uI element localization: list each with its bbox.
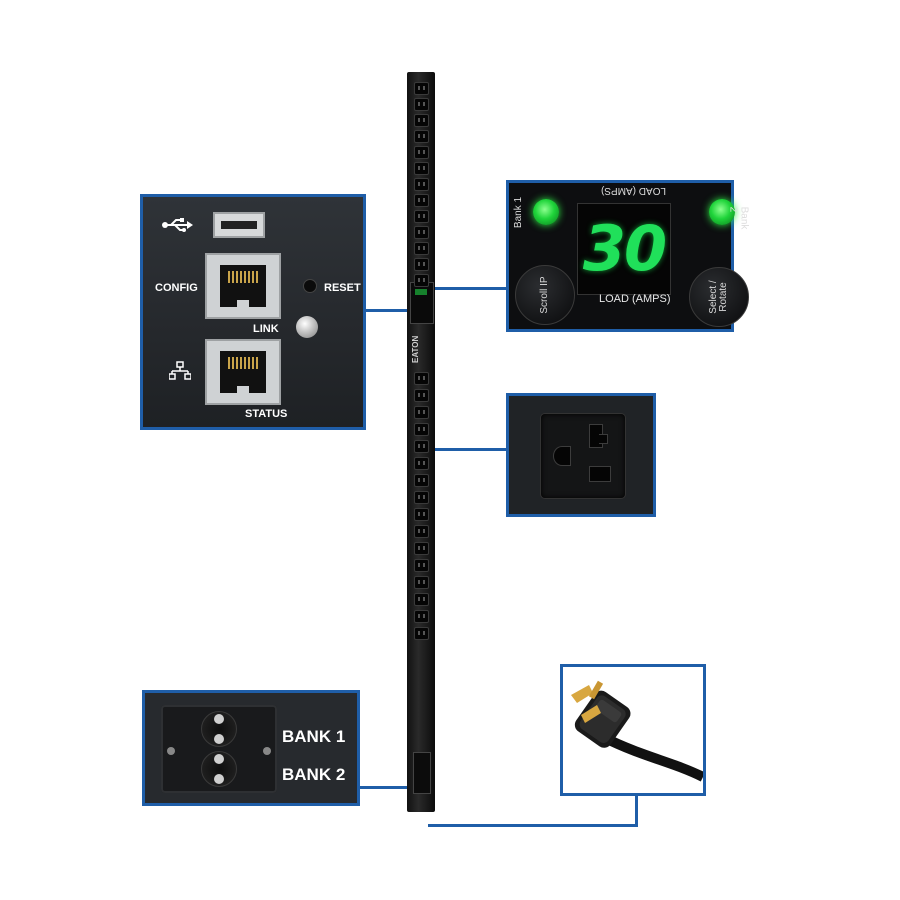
strip-outlet — [414, 114, 429, 127]
strip-outlet — [414, 627, 429, 640]
load-display-panel: LOAD (AMPS) Bank 1 Bank 2 30 LOAD (AMPS)… — [506, 180, 749, 332]
strip-outlet — [414, 98, 429, 111]
breaker-bank-panel: BANK 1 BANK 2 — [142, 690, 360, 806]
strip-outlet — [414, 130, 429, 143]
strip-outlet — [414, 491, 429, 504]
strip-outlet — [414, 559, 429, 572]
bank2-side-label: Bank 2 — [727, 206, 750, 230]
strip-outlet — [414, 474, 429, 487]
outlet-ground-hole — [553, 446, 571, 466]
status-label: STATUS — [245, 408, 288, 420]
strip-outlet — [414, 610, 429, 623]
network-port-socket — [220, 351, 266, 393]
power-plug-panel — [560, 664, 706, 796]
outlet-panel — [506, 393, 656, 517]
bank1-breaker[interactable] — [201, 711, 237, 747]
select-rotate-label: Select / Rotate — [708, 280, 729, 314]
scroll-ip-button[interactable]: Scroll IP — [515, 265, 575, 325]
usb-icon — [162, 218, 193, 232]
strip-breaker — [413, 752, 431, 794]
bank1-led — [533, 199, 559, 225]
strip-outlet — [414, 274, 429, 287]
outlet-slot-bottom — [589, 466, 611, 482]
bank2-breaker[interactable] — [201, 751, 237, 787]
bank1-label: BANK 1 — [282, 727, 346, 746]
housing-screw-right — [263, 747, 271, 755]
connector-line-plug-h — [428, 824, 638, 827]
config-label: CONFIG — [155, 282, 198, 294]
strip-outlet — [414, 593, 429, 606]
connector-line-config — [366, 309, 408, 312]
pdu-strip: EATON — [407, 72, 435, 812]
reset-button[interactable] — [303, 279, 317, 293]
config-ethernet-port[interactable] — [205, 253, 281, 319]
strip-outlet — [414, 146, 429, 159]
strip-outlet — [414, 542, 429, 555]
strip-display — [410, 282, 434, 324]
strip-outlet — [414, 525, 429, 538]
usb-port[interactable] — [213, 212, 265, 238]
strip-outlet — [414, 440, 429, 453]
outlet-slot-top-tab — [599, 434, 608, 444]
strip-outlet — [414, 389, 429, 402]
strip-outlet — [414, 576, 429, 589]
connector-line-lcd — [434, 287, 506, 290]
strip-outlet — [414, 226, 429, 239]
strip-outlet — [414, 178, 429, 191]
scroll-ip-label: Scroll IP — [539, 276, 550, 314]
strip-outlet — [414, 82, 429, 95]
strip-outlet — [414, 406, 429, 419]
strip-outlet — [414, 162, 429, 175]
strip-outlet — [414, 242, 429, 255]
twist-lock-plug-image — [571, 680, 703, 782]
link-label: LINK — [253, 323, 279, 335]
link-led — [296, 316, 318, 338]
strip-outlet — [414, 258, 429, 271]
strip-outlet — [414, 457, 429, 470]
config-panel: CONFIG RESET LINK STATUS — [140, 194, 366, 430]
housing-screw-left — [167, 747, 175, 755]
outlet-receptacle — [541, 414, 625, 498]
breaker-housing — [161, 705, 277, 793]
load-top-label: LOAD (AMPS) — [601, 185, 667, 196]
strip-outlet — [414, 194, 429, 207]
bank2-led — [709, 199, 735, 225]
load-bottom-label: LOAD (AMPS) — [599, 293, 671, 305]
reset-label: RESET — [324, 282, 361, 294]
strip-outlet — [414, 423, 429, 436]
connector-line-plug-v — [635, 794, 638, 827]
load-amps-readout: 30 — [582, 212, 667, 285]
network-ethernet-port[interactable] — [205, 339, 281, 405]
strip-outlet — [414, 508, 429, 521]
lcd-window: 30 — [577, 203, 671, 295]
connector-line-bank — [360, 786, 408, 789]
network-icon — [169, 361, 191, 380]
strip-outlet — [414, 210, 429, 223]
config-port-socket — [220, 265, 266, 307]
bank1-side-label: Bank 1 — [513, 196, 525, 229]
connector-line-outlet — [434, 448, 506, 451]
strip-outlet — [414, 372, 429, 385]
bank2-label: BANK 2 — [282, 765, 346, 784]
select-rotate-button[interactable]: Select / Rotate — [689, 267, 749, 327]
strip-logo: EATON — [411, 335, 420, 363]
